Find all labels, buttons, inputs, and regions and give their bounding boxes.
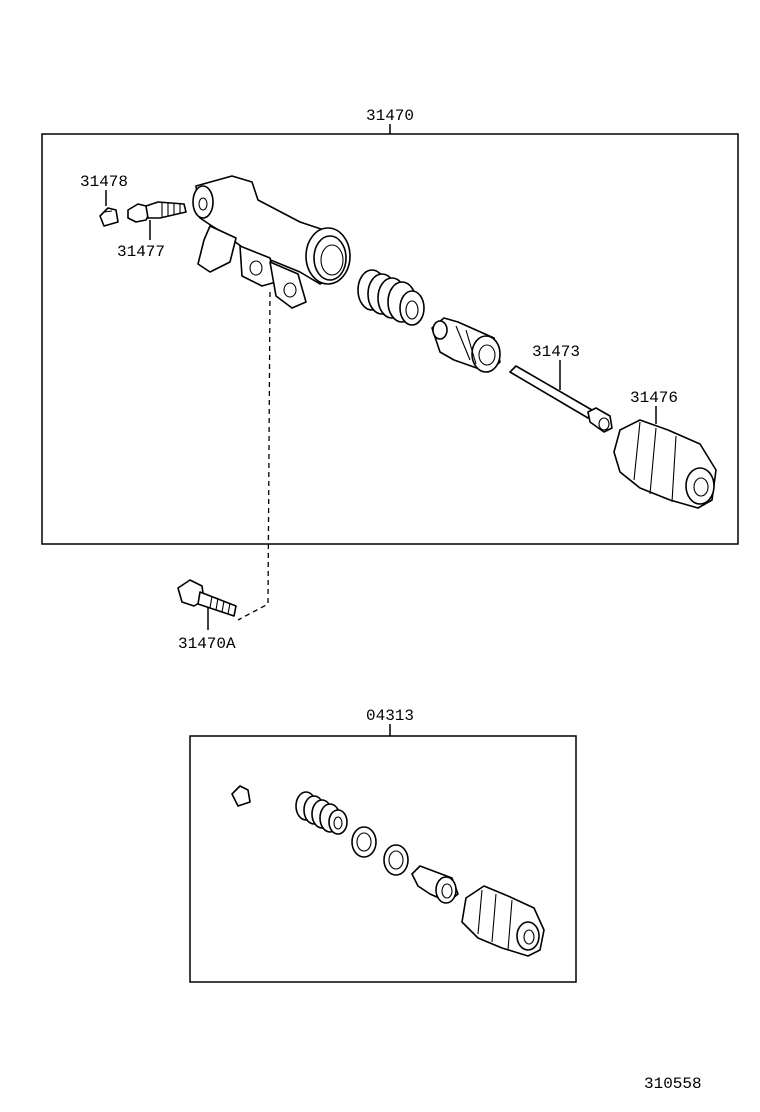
- bleeder-cap-part: [99, 207, 119, 227]
- callout-31478: 31478: [80, 173, 128, 191]
- spring-part: [357, 269, 425, 326]
- bleeder-plug-part: [127, 201, 187, 223]
- kit-cap-part: [231, 785, 251, 807]
- callout-31470A: 31470A: [178, 635, 236, 653]
- figure-number: 310558: [644, 1075, 702, 1093]
- piston-part: [431, 317, 501, 373]
- group-04313-label: 04313: [366, 707, 414, 725]
- callout-31476: 31476: [630, 389, 678, 407]
- callout-31473: 31473: [532, 343, 580, 361]
- mounting-dashed-line: [237, 291, 271, 621]
- push-rod-part: [509, 365, 613, 433]
- kit-seal-ring-1: [351, 826, 377, 858]
- kit-boot-part: [461, 885, 545, 957]
- group-04313: 04313: [189, 707, 577, 983]
- kit-seal-ring-2: [383, 844, 409, 876]
- group-04313-frame: [189, 735, 577, 983]
- group-31470-label: 31470: [366, 107, 414, 125]
- bolt-part: [177, 579, 237, 617]
- boot-part: [613, 419, 717, 509]
- callout-31477: 31477: [117, 243, 165, 261]
- kit-spring-part: [295, 791, 348, 835]
- group-31470: 31470 31478 31477: [41, 107, 739, 545]
- cylinder-body-part: [192, 175, 351, 309]
- kit-piston-part: [411, 865, 459, 904]
